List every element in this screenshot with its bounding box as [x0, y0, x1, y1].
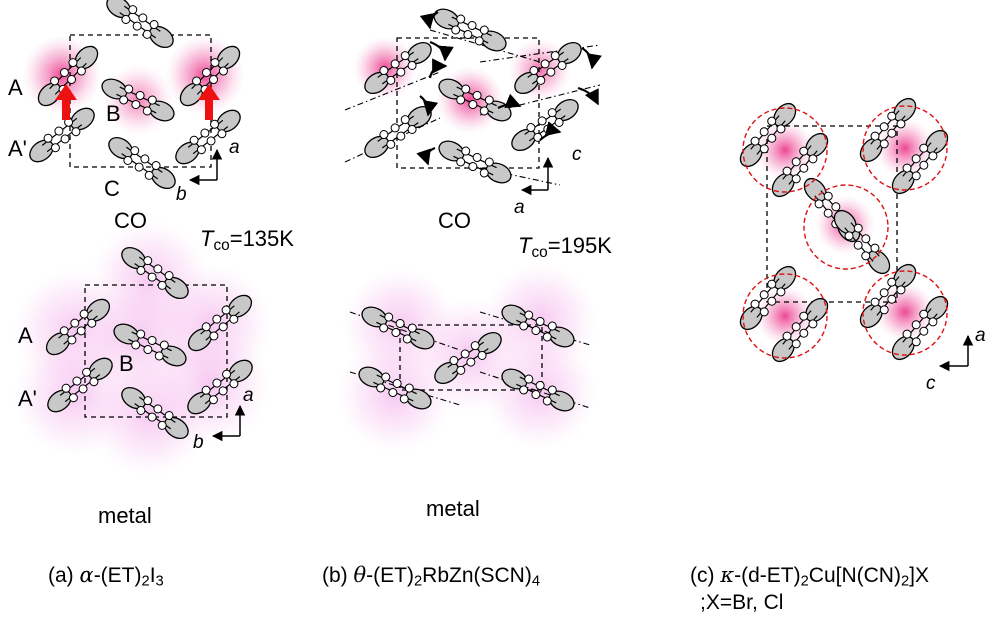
molecule-label-a-prime: A'	[8, 136, 27, 161]
unit-cell	[396, 37, 540, 169]
rotation-arrow-icon	[419, 95, 439, 117]
axis-label-c: c	[572, 144, 582, 165]
unit-cell	[399, 324, 543, 391]
unit-cell	[766, 125, 898, 303]
rotation-arrow-icon	[581, 47, 602, 70]
red-arrow-up-icon	[55, 84, 77, 120]
et-dimer	[798, 173, 896, 279]
et-molecule	[101, 0, 179, 54]
metal-molecule-label-a-prime: A'	[18, 386, 37, 411]
metal-label-b: metal	[426, 496, 480, 521]
rotation-arrows	[416, 11, 602, 166]
co-label-b: CO	[438, 208, 471, 233]
axis-label-a-c: a	[975, 325, 986, 346]
axis-label-c-c: c	[926, 373, 936, 394]
molecule-label-a: A	[8, 75, 23, 100]
metal-label-a: metal	[98, 503, 152, 528]
rotation-arrow-icon	[497, 93, 522, 109]
axis-ca-co	[520, 156, 554, 196]
molecule-label-b: B	[106, 101, 121, 126]
tco-label-a: Tco=135K	[200, 226, 294, 254]
axis-label-a: a	[229, 137, 240, 158]
caption-c-line2: ;X=Br, Cl	[700, 591, 784, 614]
metal-axis-label-b: b	[193, 432, 204, 453]
panel-a-co	[22, 0, 246, 195]
co-label-a: CO	[114, 208, 147, 233]
caption-c: (c) κ-(d-ET)2Cu[N(CN)2]X	[690, 563, 929, 590]
caption-b: (b) θ-(ET)2RbZn(SCN)4	[322, 563, 541, 590]
rotation-arrow-icon	[577, 86, 599, 106]
tco-label-b: Tco=195K	[518, 233, 612, 261]
metal-molecule-label-b: B	[119, 351, 134, 376]
rotation-arrow-icon	[416, 146, 436, 166]
metal-molecule-label-a: A	[18, 323, 33, 348]
et-molecule	[434, 135, 516, 189]
rotation-arrow-icon	[428, 58, 448, 79]
axis-label-b: b	[176, 184, 187, 205]
panel-b-co	[344, 3, 602, 196]
caption-a: (a) α-(ET)2I3	[48, 563, 164, 590]
et-molecule	[429, 3, 511, 57]
red-arrows	[55, 84, 220, 120]
axis-ab-co	[188, 148, 223, 186]
dimer-circles	[742, 105, 948, 359]
axis-ab-metal	[211, 404, 246, 442]
red-arrow-up-icon	[198, 84, 220, 120]
rotation-arrow-icon	[539, 121, 562, 141]
molecule-label-c: C	[104, 176, 120, 201]
panel-a-metal	[13, 220, 272, 477]
rotation-arrow-icon	[429, 40, 454, 62]
axis-label-a-b: a	[514, 197, 525, 218]
metal-axis-label-a: a	[243, 385, 254, 406]
panel-c	[734, 93, 974, 372]
rotation-arrow-icon	[419, 11, 439, 30]
axis-ac	[938, 334, 974, 372]
et-molecule	[359, 100, 437, 164]
panel-b-metal	[337, 262, 598, 453]
